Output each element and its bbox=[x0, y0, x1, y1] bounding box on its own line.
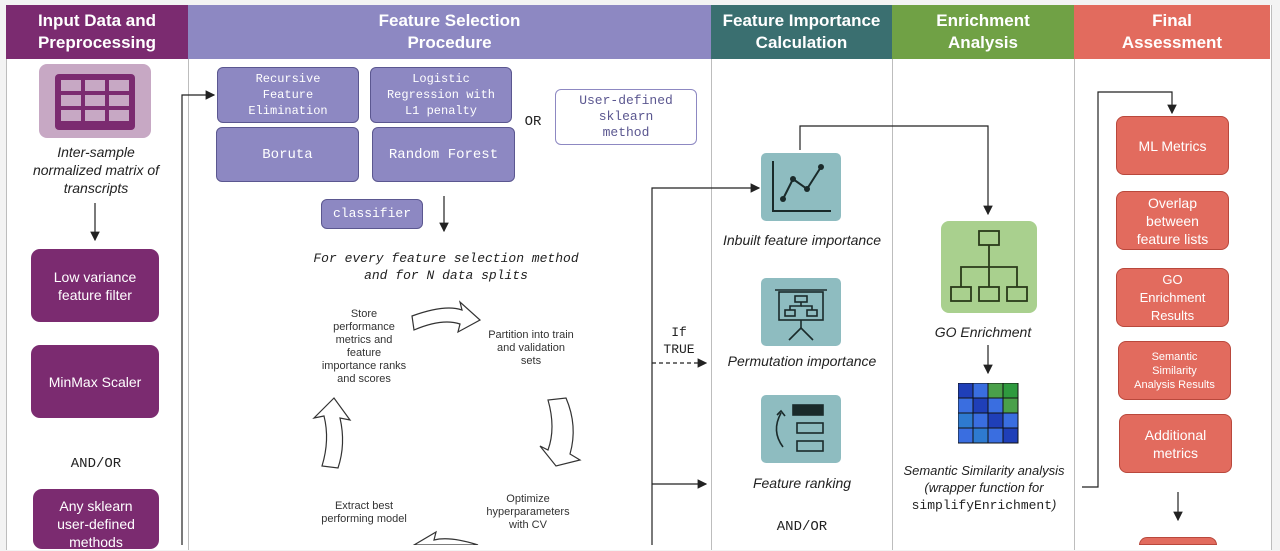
feature-ranking-label: Feature ranking bbox=[752, 475, 852, 491]
inbuilt-importance-icon bbox=[761, 153, 841, 221]
minmax-scaler-box: MinMax Scaler bbox=[31, 345, 159, 418]
cycle-arrow-right bbox=[411, 300, 482, 334]
classifier-box: classifier bbox=[321, 199, 423, 229]
inbuilt-importance-label: Inbuilt feature importance bbox=[723, 232, 881, 248]
or-label: OR bbox=[524, 114, 542, 130]
cycle-arrow-left bbox=[412, 530, 479, 545]
cycle-arrow-down bbox=[539, 397, 582, 467]
presentation-board-icon bbox=[775, 289, 827, 341]
line-chart-icon bbox=[772, 161, 831, 212]
go-enrichment-icon bbox=[941, 221, 1037, 313]
heatmap-grid-icon bbox=[957, 382, 1019, 444]
matrix-icon bbox=[39, 64, 151, 138]
feature-ranking-icon bbox=[761, 395, 841, 463]
ranked-list-icon bbox=[775, 404, 824, 452]
table-grid-icon bbox=[55, 74, 135, 130]
final-output-box bbox=[1139, 537, 1217, 545]
simplify-enrichment-function: simplifyEnrichment bbox=[911, 498, 1053, 513]
cycle-arrow-up bbox=[312, 397, 352, 469]
input-andor-label: AND/OR bbox=[70, 456, 122, 472]
similarity-heatmap-icon bbox=[957, 382, 1021, 446]
boruta-box: Boruta bbox=[216, 127, 359, 182]
semantic-similarity-label: Semantic Similarity analysis (wrapper fu… bbox=[903, 463, 1065, 513]
permutation-importance-icon bbox=[761, 278, 841, 346]
hierarchy-tree-icon bbox=[950, 230, 1028, 302]
go-enrichment-label: GO Enrichment bbox=[934, 324, 1032, 340]
permutation-importance-label: Permutation importance bbox=[727, 353, 877, 369]
random-forest-box: Random Forest bbox=[372, 127, 515, 182]
importance-andor-label: AND/OR bbox=[776, 519, 828, 535]
ml-metrics-box: ML Metrics bbox=[1116, 116, 1229, 175]
